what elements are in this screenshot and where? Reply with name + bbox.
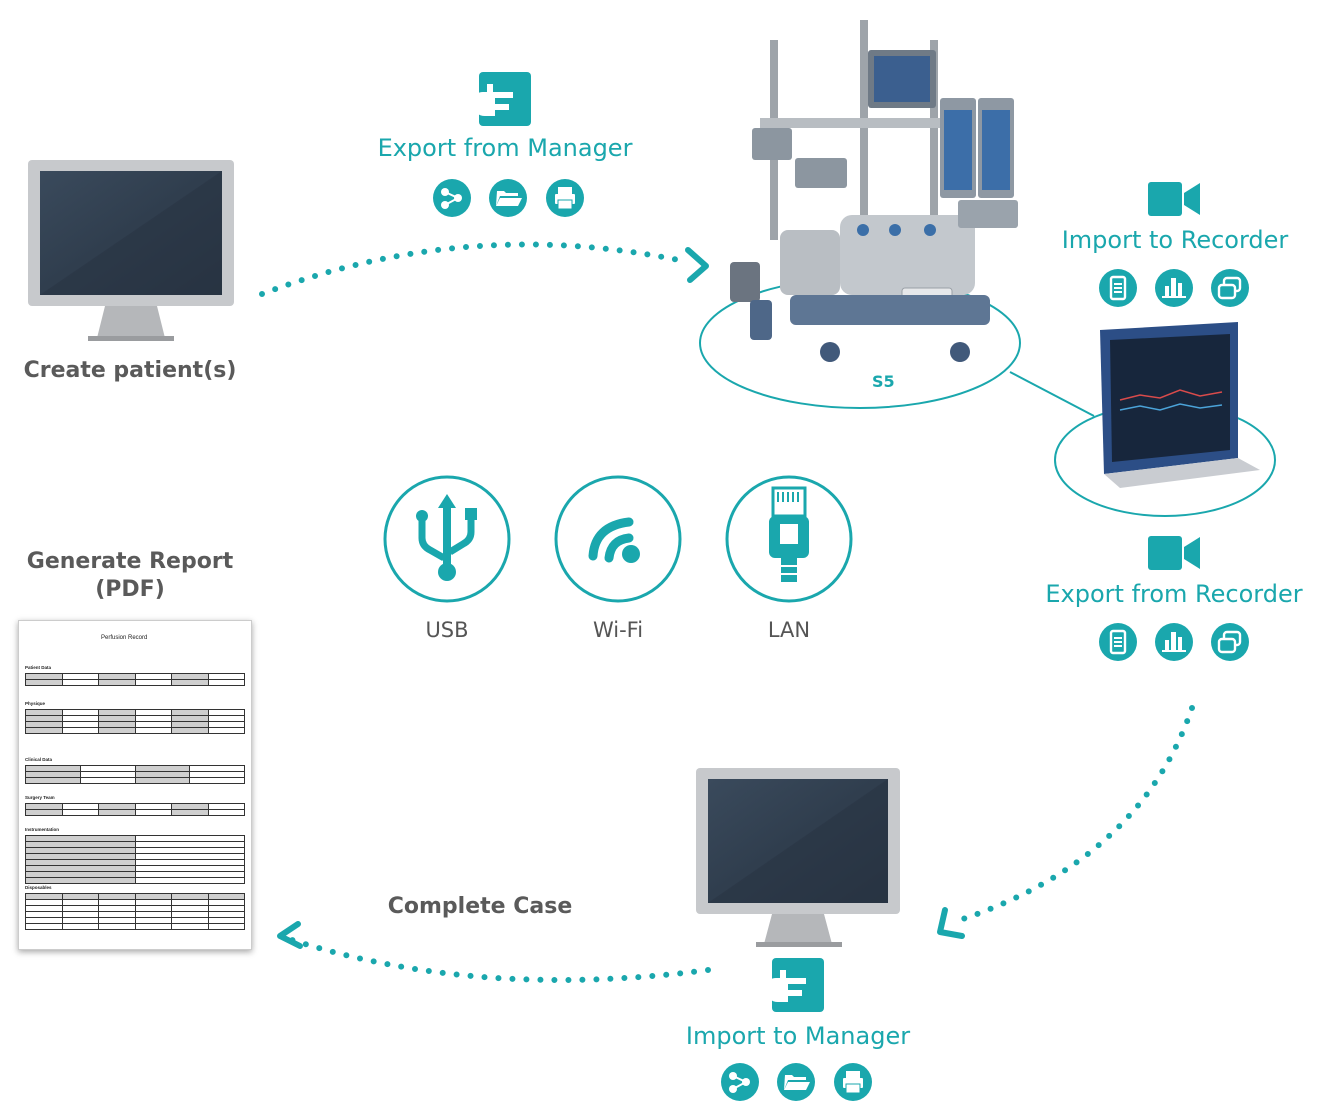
label-export-from-recorder: Export from Recorder [1045,580,1303,608]
report-section-instrumentation: Instrumentation [25,827,60,832]
generate-report-line2: (PDF) [95,577,165,602]
windows-stack-icon [1211,269,1249,307]
arrowhead-right [685,247,709,283]
report-section-clinical-data: Clinical Data [25,757,53,762]
report-section-surgery-team: Surgery Team [25,795,55,800]
label-complete-case: Complete Case [387,894,573,919]
share-icon [433,179,471,217]
usb-circle [382,474,512,608]
monitor-create-patients [28,160,234,341]
hand-icon-import-manager [766,956,826,1014]
recorder-monitor-image [1100,322,1260,488]
manager-import-icons [720,1062,880,1106]
report-section-disposables: Disposables [25,885,52,890]
report-section-physique: Physique [25,701,46,706]
arrow-create-to-s5 [259,241,691,297]
usb-icon [383,475,511,603]
arrow-manager-to-report [289,937,711,983]
arrowhead-down-left [937,907,965,939]
s5-machine-image [730,20,1018,362]
manager-export-icons [432,178,592,222]
generate-report-line1: Generate Report [26,549,234,574]
document-icon [1099,269,1137,307]
hand-icon-export-manager [473,70,533,128]
document-icon [1099,623,1137,661]
recorder-import-icons [1098,268,1258,312]
bar-chart-icon [1155,623,1193,661]
label-export-from-manager: Export from Manager [377,134,633,162]
monitor-import-manager [696,768,900,947]
bar-chart-icon [1155,269,1193,307]
label-import-to-recorder: Import to Recorder [1061,226,1289,254]
label-wifi: Wi-Fi [592,618,644,642]
printer-icon [546,179,584,217]
perfusion-record-report-thumbnail: Perfusion Record Patient Data Physique C… [18,620,252,950]
label-generate-report: Generate Report (PDF) [0,548,260,604]
lan-circle [724,474,854,608]
folder-open-icon [777,1063,815,1101]
lan-plug-icon [725,475,853,603]
label-create-patients: Create patient(s) [23,358,237,383]
wifi-circle [553,474,683,608]
label-usb: USB [425,618,469,642]
s5-label: S5 [872,372,895,391]
printer-icon [834,1063,872,1101]
video-camera-icon-export-recorder [1148,534,1200,576]
folder-open-icon [489,179,527,217]
recorder-export-icons [1098,622,1258,666]
report-title: Perfusion Record [101,635,148,641]
label-import-to-manager: Import to Manager [685,1022,911,1050]
arrow-recorder-to-manager [957,705,1195,923]
windows-stack-icon [1211,623,1249,661]
label-lan: LAN [767,618,811,642]
share-icon [721,1063,759,1101]
arrowhead-left [277,921,303,949]
video-camera-icon-import-recorder [1148,180,1200,222]
report-section-patient-data: Patient Data [25,665,52,670]
wifi-icon [554,475,682,603]
